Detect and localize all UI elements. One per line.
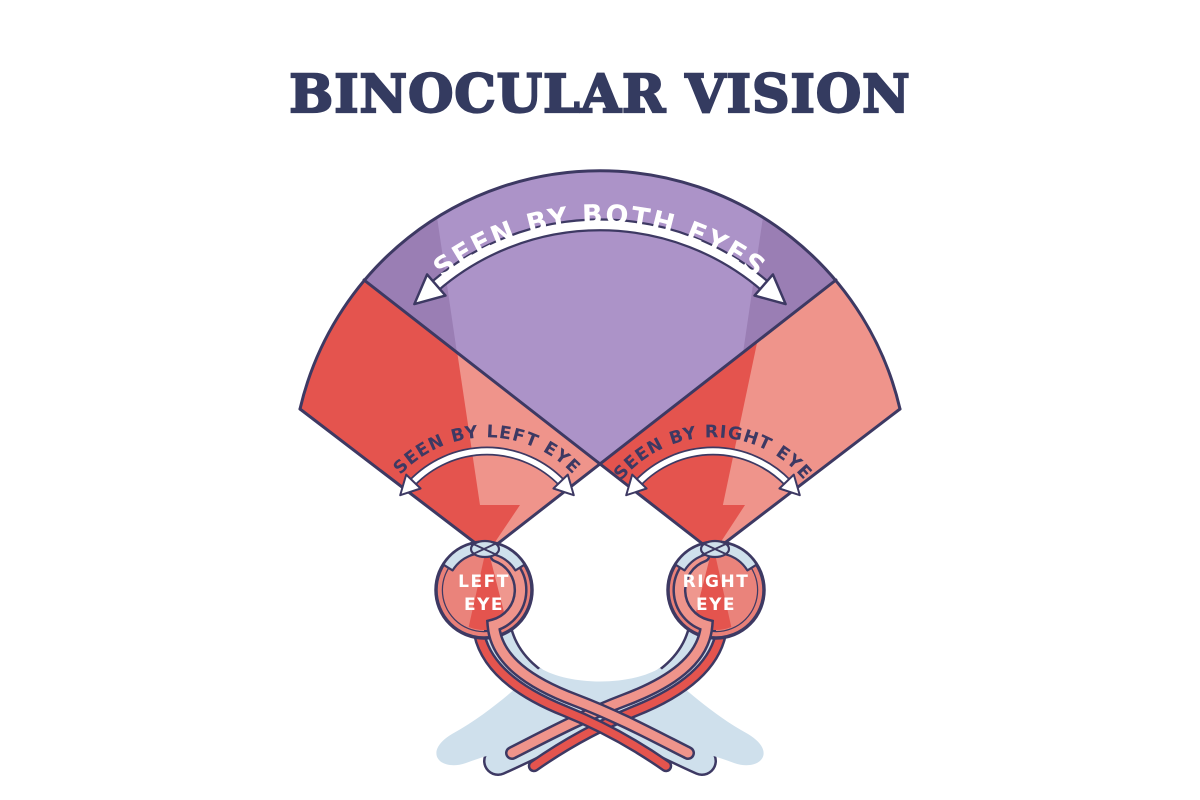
left-eye-label-line2: EYE: [464, 595, 504, 615]
arrowhead-left-icon: [413, 273, 447, 306]
left-retina-band: [488, 551, 693, 758]
left-nerve-strand-dark: [475, 629, 670, 770]
right-eye-label-line1: RIGHT: [683, 572, 750, 592]
right-arrowhead-left-icon: [625, 473, 648, 497]
arrowhead-right-icon: [753, 273, 787, 306]
right-eye-group: RIGHT EYE: [505, 539, 766, 773]
left-arrowhead-left-icon: [399, 473, 422, 497]
right-eye-label-line2: EYE: [696, 595, 736, 615]
right-retina-band: [507, 551, 712, 758]
left-sclera-wing-right: [492, 542, 526, 572]
left-lens-cross-lines: [470, 542, 498, 556]
overlap-field: [364, 169, 836, 464]
left-arrow: [409, 448, 565, 486]
binocular-arrow: [429, 220, 771, 292]
overlap-dark-wedge-left: [364, 217, 457, 353]
right-nerve-strand-dark: [530, 629, 725, 770]
left-eye-group: LEFT EYE: [434, 539, 695, 773]
left-arrowhead-right-icon: [552, 473, 575, 497]
right-lens-light-cone: [680, 505, 745, 554]
right-sclera-wing-right: [724, 542, 758, 572]
right-lens-cross-lines: [701, 542, 729, 556]
right-lens-assembly: [674, 539, 758, 572]
right-arrowhead-right-icon: [778, 473, 801, 497]
field-outlines: [298, 169, 902, 554]
left-lens-light-cone: [455, 505, 520, 554]
overlap-dark-wedge-right: [743, 217, 836, 353]
right-eye-projection-wedge: [692, 550, 732, 630]
page-title: BINOCULAR VISION: [289, 64, 910, 125]
left-eye-projection-wedge: [468, 550, 508, 630]
left-lens-assembly: [442, 539, 526, 572]
right-arrow: [635, 448, 791, 486]
left-eye-label-line1: LEFT: [458, 572, 510, 592]
